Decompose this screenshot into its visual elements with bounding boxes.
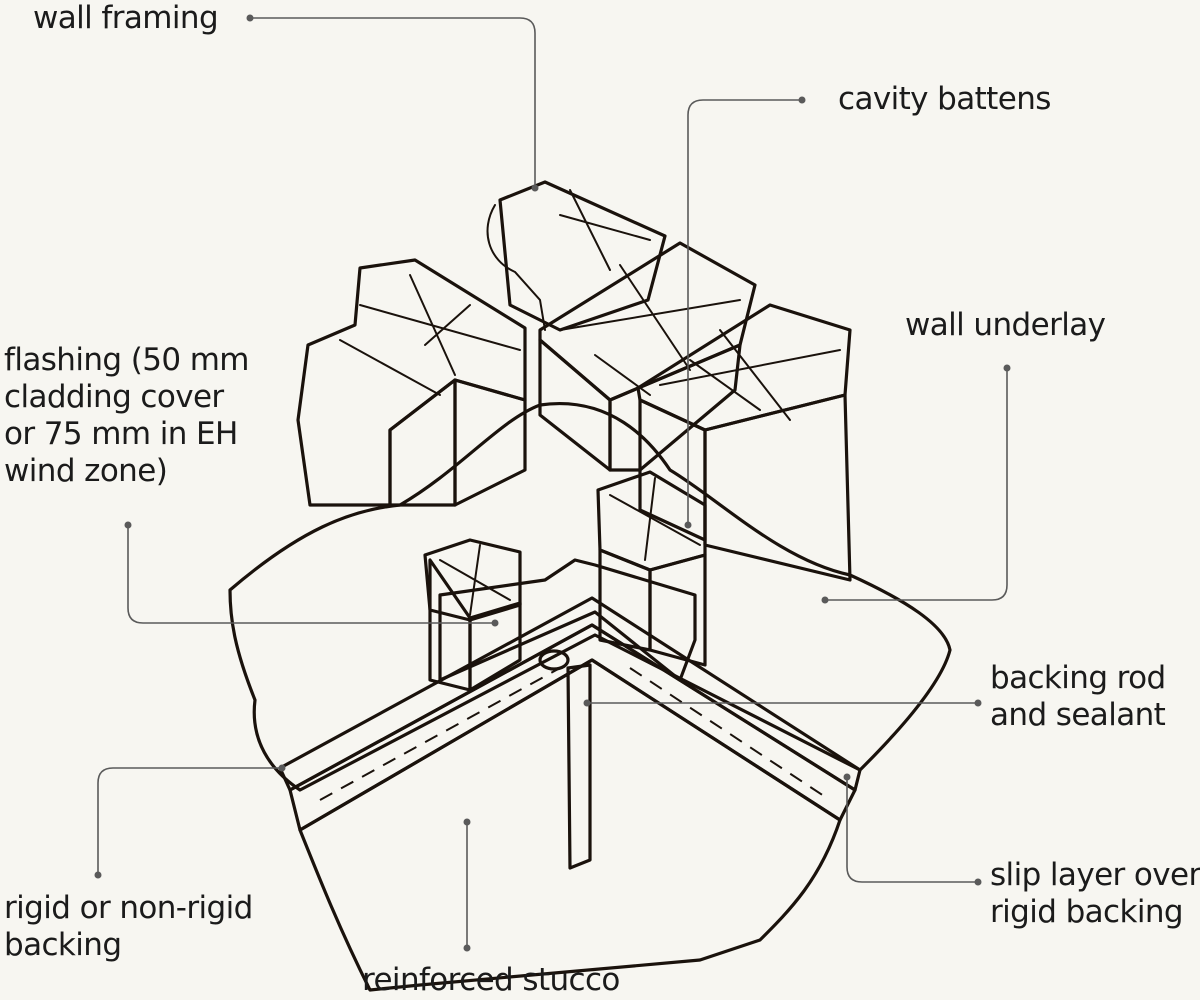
leader-flashing — [127, 525, 495, 624]
label-wall-underlay: wall underlay — [905, 307, 1106, 343]
label-wall-framing: wall framing — [33, 0, 219, 36]
label-rigid-backing: rigid or non-rigid backing — [4, 890, 253, 963]
leader-rigid-backing — [97, 767, 282, 875]
flashing-shape — [438, 558, 697, 682]
leader-wall-framing — [250, 17, 536, 188]
leader-lines — [94, 14, 1011, 952]
backing-rod-and-sealant — [538, 649, 592, 870]
cavity-battens — [423, 470, 707, 692]
label-reinforced-stucco: reinforced stucco — [362, 962, 620, 998]
leader-slip-layer — [846, 777, 978, 883]
reinforced-stucco-shape — [298, 658, 842, 992]
middle-stud — [538, 241, 757, 402]
wall-framing-studs — [296, 180, 852, 582]
leader-wall-underlay — [825, 368, 1008, 601]
label-flashing: flashing (50 mm cladding cover or 75 mm … — [4, 342, 250, 489]
leader-cavity-battens — [687, 99, 802, 525]
label-slip-layer: slip layer over rigid backing — [990, 857, 1200, 930]
label-backing-rod-and-sealant: backing rod and sealant — [990, 660, 1166, 733]
label-cavity-battens: cavity battens — [838, 81, 1051, 117]
back-stud — [498, 180, 667, 332]
rigid-backing-shape — [288, 623, 857, 832]
left-stud — [296, 258, 527, 507]
